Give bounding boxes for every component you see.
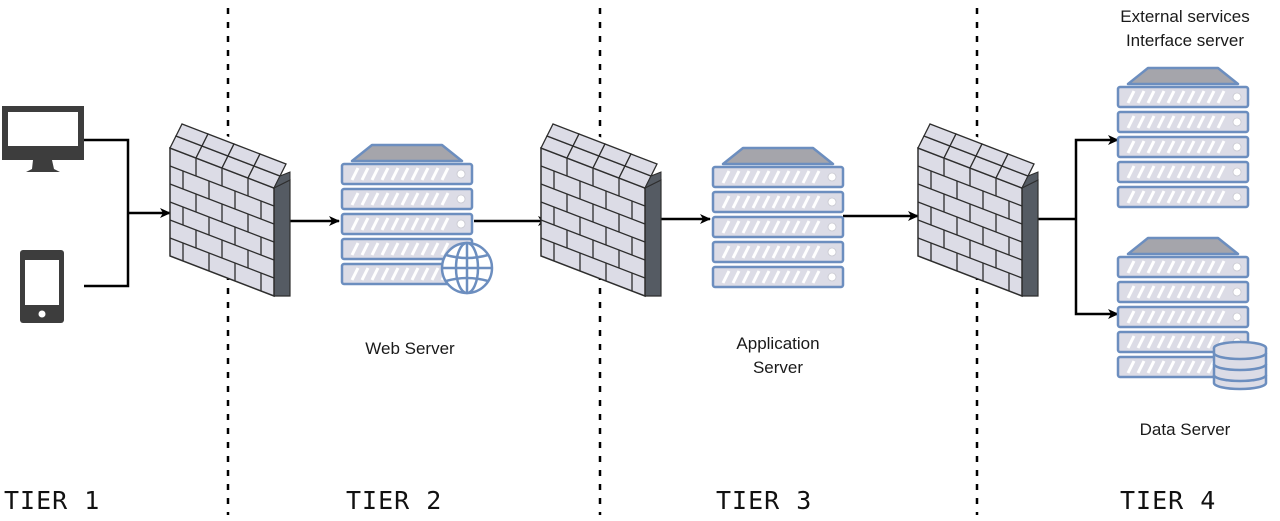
globe-icon (440, 241, 494, 295)
external-services-label: External services Interface server (1095, 5, 1275, 53)
app-server-label-line2: Server (752, 358, 804, 377)
database-icon (1212, 340, 1268, 391)
tier-label-1: TIER 1 (4, 486, 101, 515)
firewall-icon (917, 119, 1039, 297)
desktop-monitor-icon (2, 106, 84, 172)
connectors (82, 135, 1119, 319)
server-icon (713, 148, 843, 287)
app-server-label-line1: Application (736, 334, 820, 353)
tier-label-2: TIER 2 (346, 486, 443, 515)
connector-desktop (82, 138, 130, 288)
external-services-label-line2: Interface server (1125, 31, 1245, 50)
mobile-phone-icon (20, 250, 64, 323)
firewall-icon (169, 119, 291, 297)
data-server-label: Data Server (1139, 420, 1231, 439)
tier-label-3: TIER 3 (716, 486, 813, 515)
connector-to-data (1074, 219, 1119, 319)
external-services-label-line1: External services (1120, 7, 1250, 26)
firewall-icon (540, 119, 662, 297)
app-server-label: Application Server (698, 332, 858, 380)
connector-to-external (1074, 135, 1119, 219)
web-server-label: Web Server (365, 339, 455, 358)
tier-label-4: TIER 4 (1120, 486, 1217, 515)
server-icon (1118, 68, 1248, 207)
